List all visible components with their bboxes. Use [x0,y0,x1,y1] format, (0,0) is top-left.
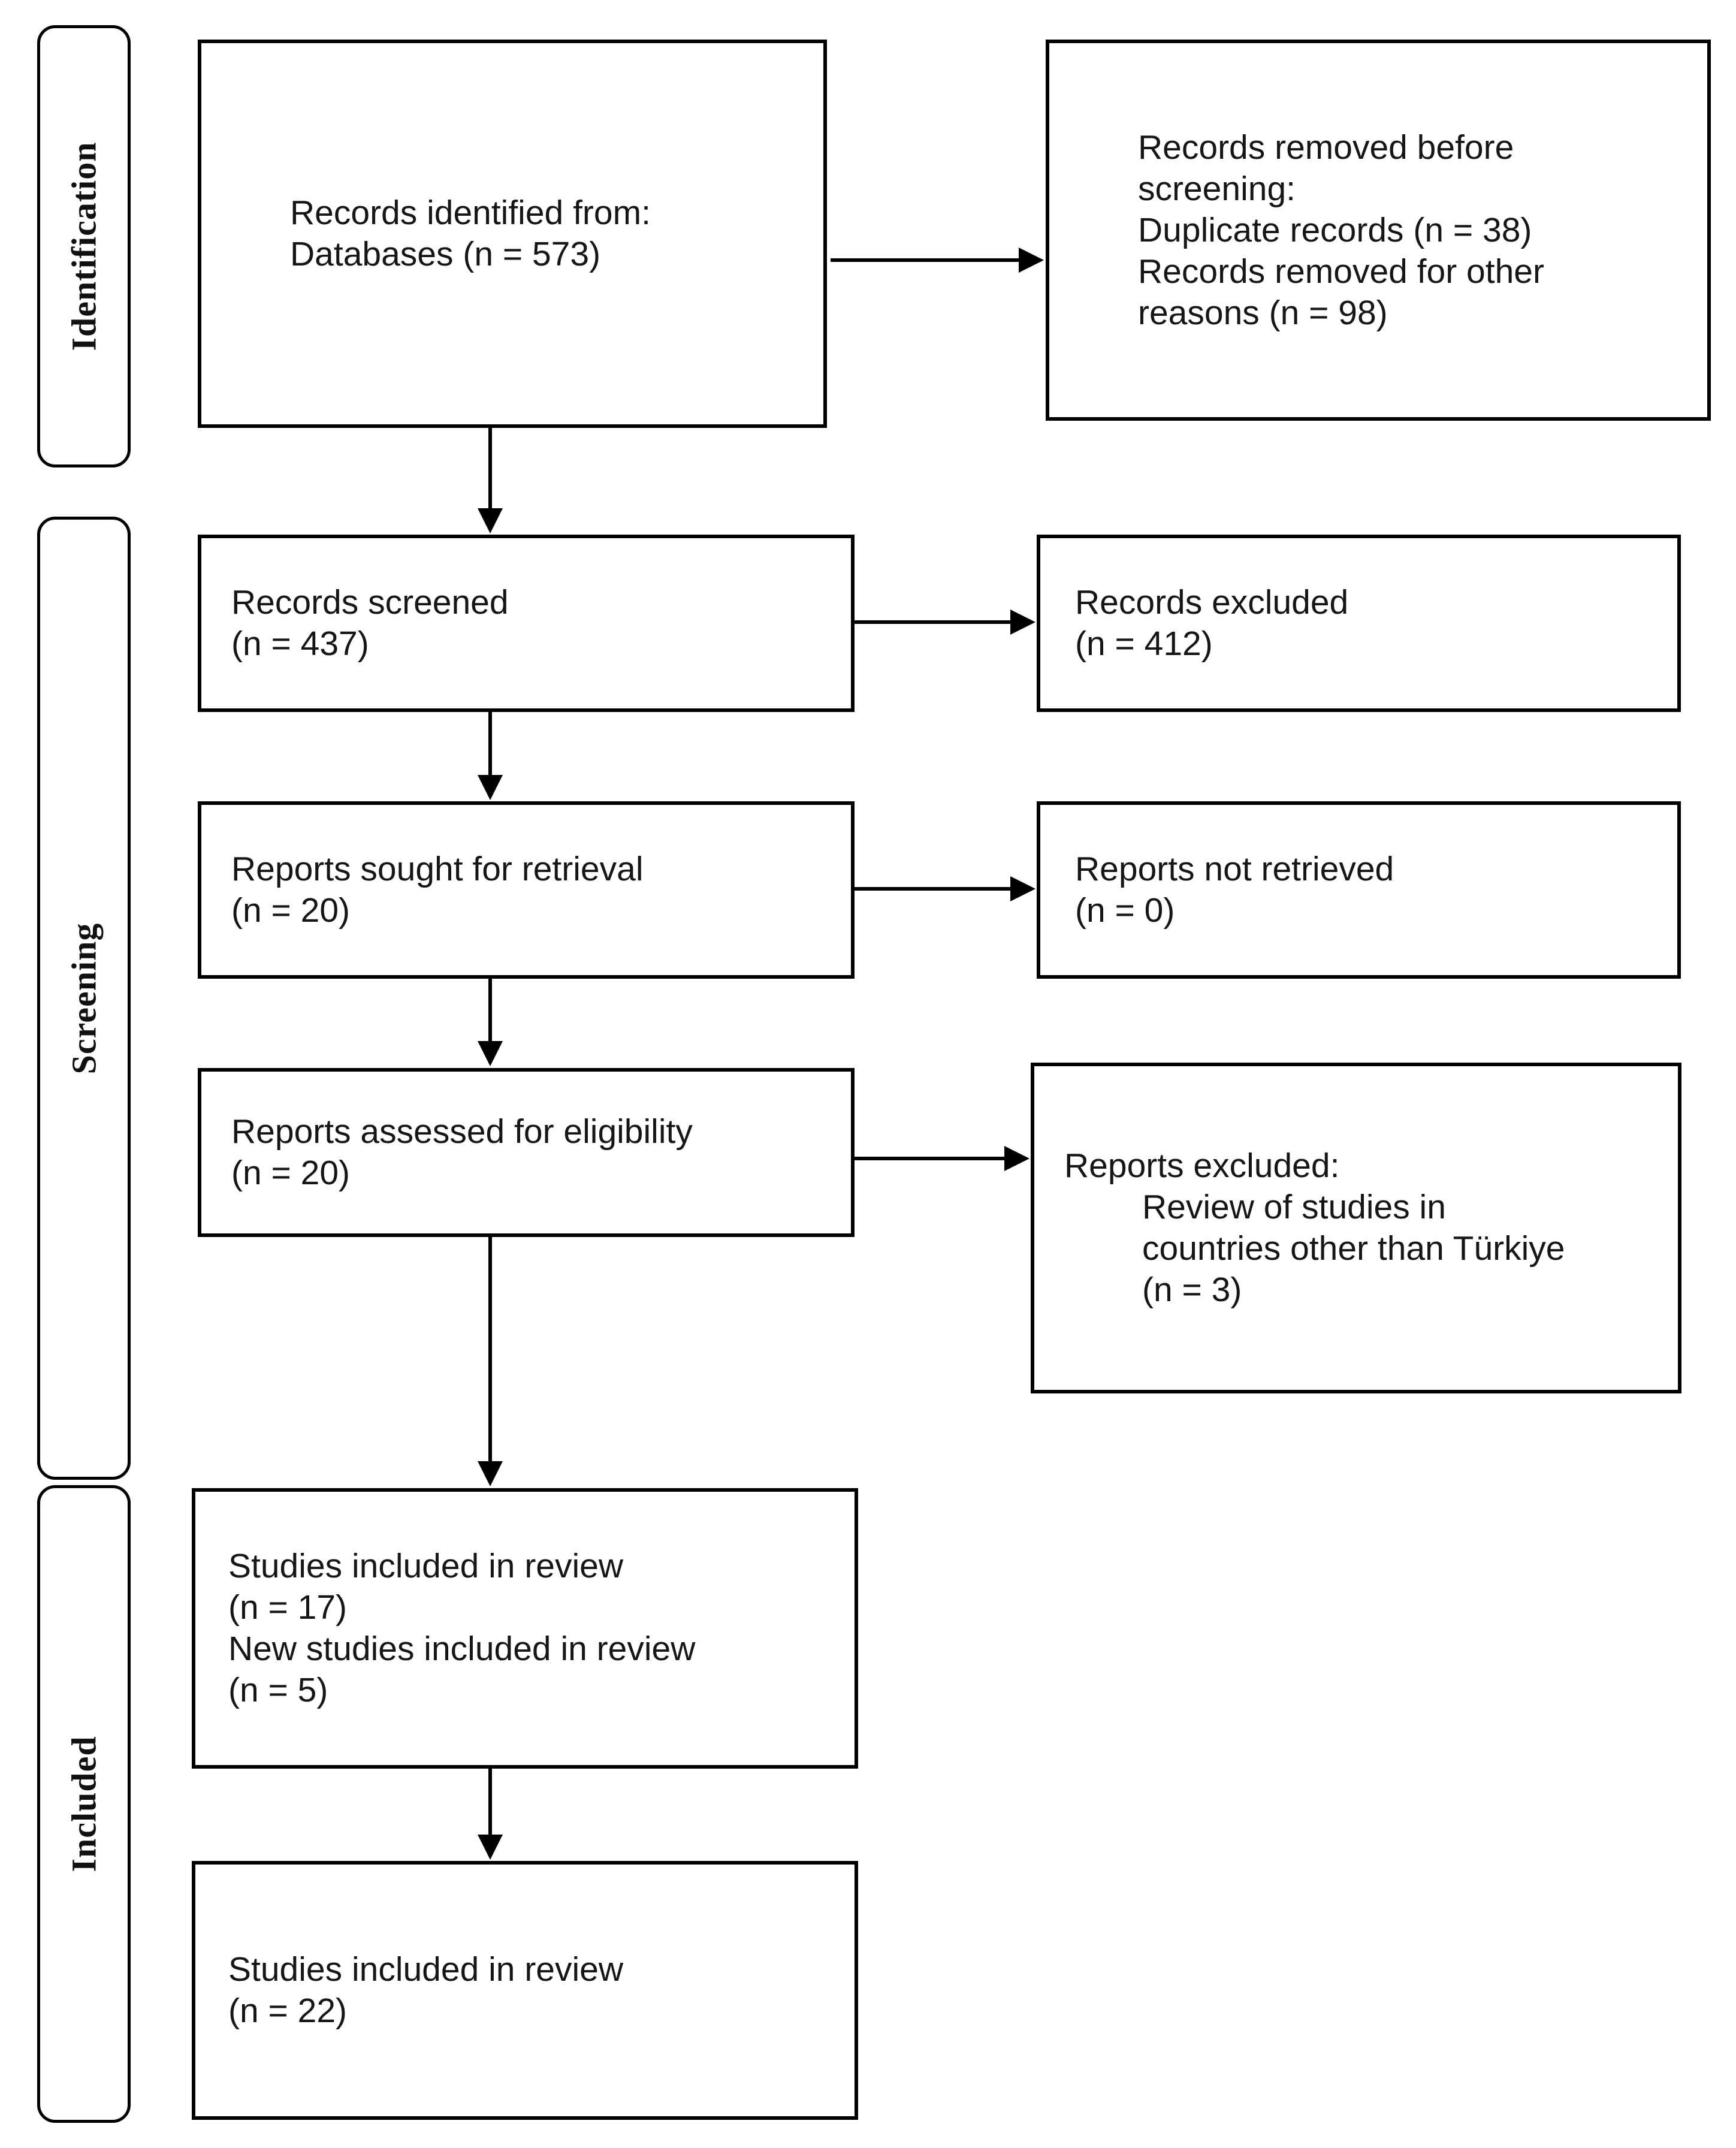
box-line: (n = 17) [228,1588,348,1627]
arrow-stem [855,887,1012,891]
stage-label-included: Included [64,1736,104,1872]
box-line: (n = 412) [1075,625,1213,663]
arrowhead-right-icon [1010,876,1035,901]
box-line: (n = 437) [231,625,369,663]
box-reports-not-retrieved: Reports not retrieved (n = 0) [1037,801,1681,979]
box-line: (n = 0) [1075,891,1175,930]
box-records-screened: Records screened (n = 437) [198,535,855,712]
arrow-stem [831,258,1020,262]
arrowhead-down-icon [478,775,503,800]
box-records-removed-before-screening: Records removed before screening: Duplic… [1046,40,1711,421]
box-line: Records removed before [1138,128,1514,167]
arrowhead-right-icon [1019,248,1044,273]
box-line: Databases (n = 573) [290,235,601,273]
box-studies-included-final: Studies included in review (n = 22) [192,1861,858,2120]
arrowhead-down-icon [478,1835,503,1860]
arrowhead-right-icon [1010,610,1035,635]
box-reports-sought-for-retrieval: Reports sought for retrieval (n = 20) [198,801,855,979]
box-line: Studies included in review [228,1547,624,1585]
box-line: (n = 20) [231,891,351,930]
box-studies-included-in-review: Studies included in review (n = 17) New … [192,1488,858,1769]
arrow-stem [488,712,492,776]
box-line: Review of studies in [1142,1188,1446,1226]
box-records-identified: Records identified from: Databases (n = … [198,40,827,428]
box-line: New studies included in review [228,1630,696,1668]
box-records-excluded: Records excluded (n = 412) [1037,535,1681,712]
arrow-stem [855,1157,1006,1160]
arrowhead-down-icon [478,1461,503,1486]
box-reports-assessed-for-eligibility: Reports assessed for eligibility (n = 20… [198,1068,855,1237]
box-line: Records screened [231,583,509,622]
box-line: Records excluded [1075,583,1349,622]
arrow-stem [488,1769,492,1835]
stage-label-screening: Screening [64,922,104,1074]
box-line: Duplicate records (n = 38) [1138,210,1532,249]
box-line: countries other than Türkiye [1142,1229,1565,1268]
stage-bracket-identification: Identification [37,25,131,467]
arrow-stem [488,427,492,509]
box-line: (n = 20) [231,1154,351,1192]
box-line: Reports assessed for eligibility [231,1112,693,1151]
box-line: screening: [1138,169,1296,208]
box-line: Reports not retrieved [1075,850,1394,888]
box-line: Records removed for other [1138,252,1544,291]
box-line: Studies included in review [228,1950,624,1989]
arrowhead-right-icon [1004,1146,1029,1171]
box-line: (n = 5) [228,1671,328,1709]
box-line: (n = 3) [1142,1271,1242,1309]
arrow-stem [855,620,1012,624]
arrowhead-down-icon [478,1041,503,1066]
arrowhead-down-icon [478,508,503,533]
arrow-stem [488,1236,492,1462]
box-line: Records identified from: [290,194,651,232]
box-reports-excluded: Reports excluded: Review of studies in c… [1031,1063,1681,1393]
box-line: (n = 22) [228,1992,348,2030]
box-line: Reports sought for retrieval [231,850,644,888]
stage-bracket-screening: Screening [37,517,131,1480]
box-line: reasons (n = 98) [1138,293,1388,332]
stage-bracket-included: Included [37,1485,131,2123]
stage-label-identification: Identification [64,141,104,351]
box-line: Reports excluded: [1064,1147,1340,1185]
arrow-stem [488,978,492,1042]
